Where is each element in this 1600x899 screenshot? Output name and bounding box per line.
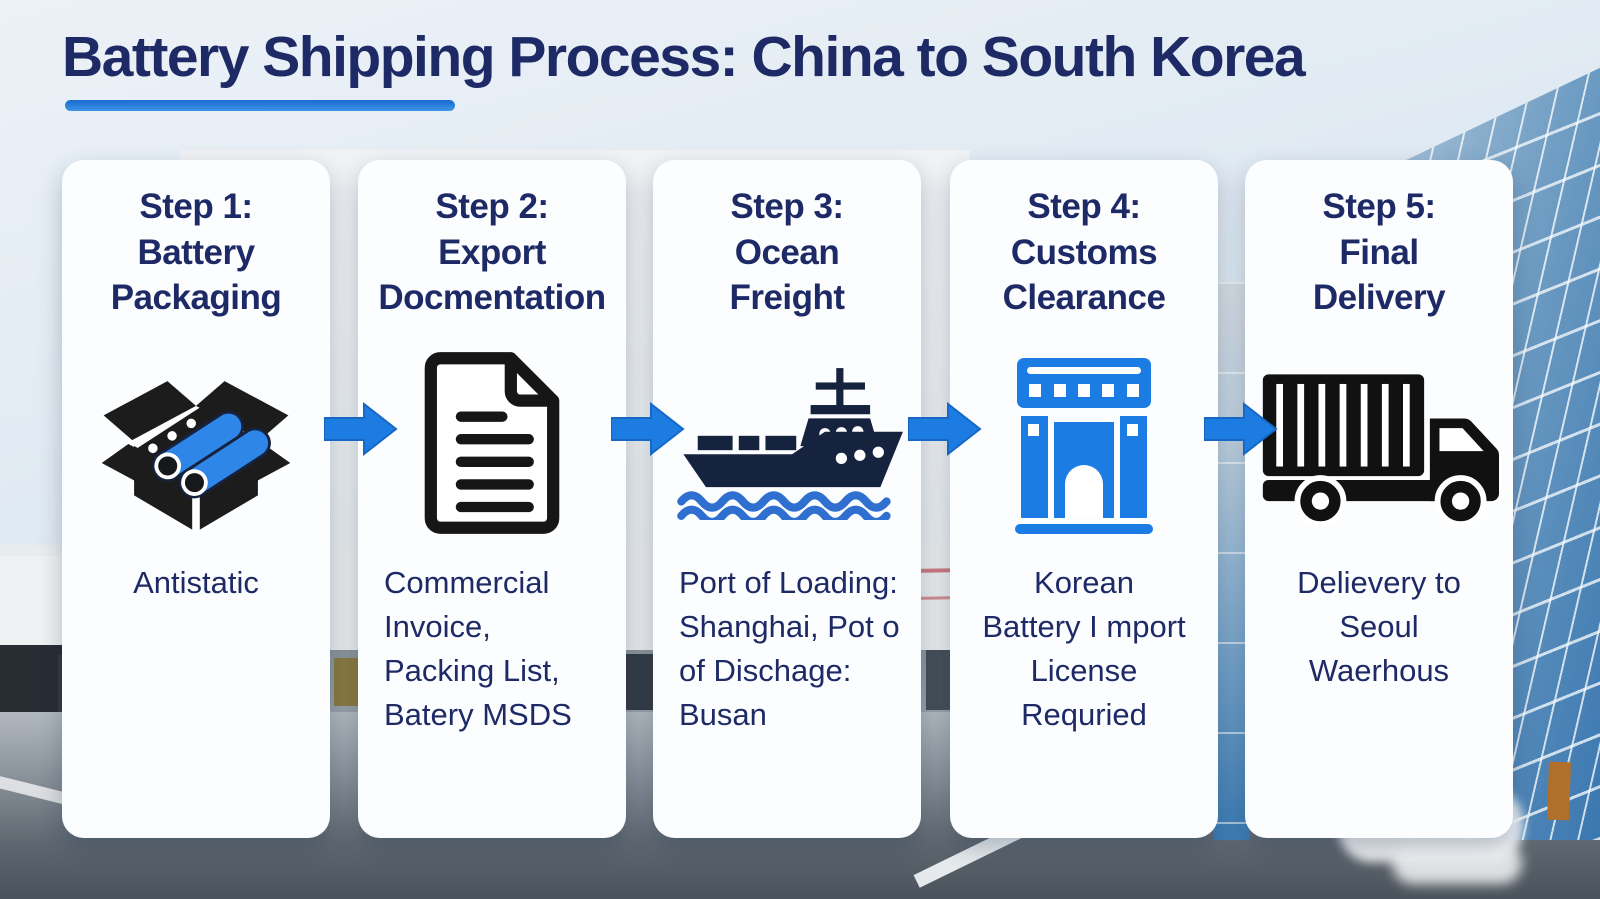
step-1-title: Step 1: Battery Packaging [110,187,282,317]
flow-arrow-icon [1204,402,1278,456]
document-icon [358,329,626,557]
flow-arrow-icon [908,402,982,456]
flow-arrow-icon [611,402,685,456]
step-1-description: Antistatic [133,564,259,600]
battery-box-icon [62,329,330,557]
step-card-1: Step 1: Battery Packaging [62,160,330,838]
blurred-watermark [1392,842,1522,884]
page-title: Battery Shipping Process: China to South… [62,25,1306,89]
cargo-ship-icon [653,329,921,557]
step-3-description: Port of Loading: Shanghai, Pot o of Disc… [679,564,900,732]
step-5-description: Delievery to Seoul Waerhous [1297,564,1461,688]
step-2-description: Commercial Invoice, Packing List, Batery… [384,564,572,732]
step-card-4: Step 4: Customs Clearance Korean Battery… [950,160,1218,838]
step-card-2: Step 2: Export Docmentation Commercial I… [358,160,626,838]
step-card-3: Step 3: Ocean Freight Port o [653,160,921,838]
orange-container-edge [1546,761,1572,821]
flow-arrow-icon [324,402,398,456]
step-3-title: Step 3: Ocean Freight [729,187,845,317]
step-2-title: Step 2: Export Docmentation [378,187,606,317]
step-5-title: Step 5: Final Delivery [1312,187,1446,317]
title-underline [65,100,455,111]
step-4-title: Step 4: Customs Clearance [1002,187,1166,317]
customs-building-icon [950,329,1218,557]
glass-building-corner [1214,282,1250,840]
delivery-truck-icon [1245,329,1513,557]
step-4-description: Korean Battery I mport License Requried [982,564,1186,732]
step-card-5: Step 5: Final Delivery Delievery to S [1245,160,1513,838]
